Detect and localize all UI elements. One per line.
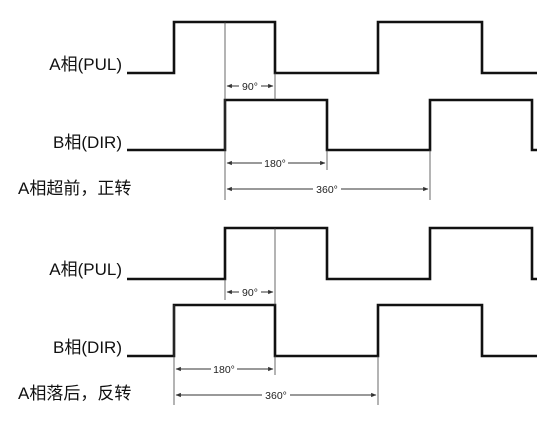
dimension-180-label: 180° xyxy=(264,158,286,170)
signal-b-label: B相(DIR) xyxy=(53,133,122,152)
dimension-180-label: 180° xyxy=(213,364,235,376)
dimension-90-label: 90° xyxy=(242,81,258,93)
signal-b-label: B相(DIR) xyxy=(53,338,122,357)
forward-diagram: A相(PUL) B相(DIR) A相超前，正转 90° 180° 360° xyxy=(18,20,537,200)
signal-a-label: A相(PUL) xyxy=(49,260,122,279)
signal-a-label: A相(PUL) xyxy=(49,55,122,74)
dimension-90-label: 90° xyxy=(242,287,258,299)
dimension-360-label: 360° xyxy=(265,390,287,402)
phase-b-waveform xyxy=(127,303,537,358)
reverse-diagram: A相(PUL) B相(DIR) A相落后，反转 90° 180° 360° xyxy=(18,226,537,405)
dimension-360-label: 360° xyxy=(316,184,338,196)
direction-caption: A相落后，反转 xyxy=(18,384,131,403)
phase-a-waveform xyxy=(127,226,537,281)
direction-caption: A相超前，正转 xyxy=(18,179,131,198)
phase-a-waveform xyxy=(127,20,537,75)
phase-b-waveform xyxy=(127,98,537,152)
